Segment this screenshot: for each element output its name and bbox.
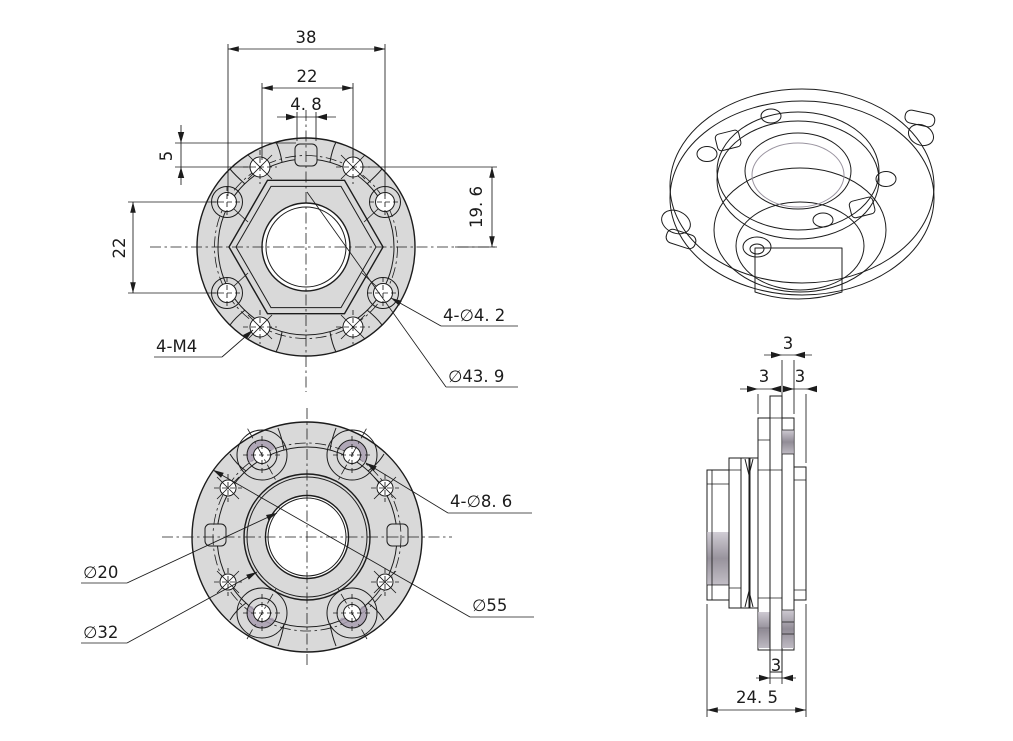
iso-step	[713, 167, 887, 293]
iso-view	[661, 88, 936, 300]
label-d32: ∅32	[81, 571, 258, 644]
dim-4-8: 4. 8	[277, 95, 336, 141]
dim-22-left-label: 22	[110, 238, 129, 259]
label-4-d42-text: 4-∅4. 2	[443, 306, 505, 325]
front-m4-holes	[243, 150, 370, 344]
iso-flange-face	[669, 88, 935, 284]
label-4-d86-text: 4-∅8. 6	[450, 492, 512, 511]
label-d20: ∅20	[81, 512, 278, 584]
iso-mid-boss	[735, 201, 865, 291]
back-slot-right	[386, 523, 409, 547]
iso-bore-depth	[751, 142, 845, 208]
dim-22-top: 22	[261, 67, 354, 160]
front-view: 38 22 4. 8 5 22	[110, 28, 518, 392]
iso-bore	[744, 132, 852, 210]
dim-22-left: 22	[110, 201, 219, 294]
back-slot-left	[204, 523, 227, 547]
dim-5-label: 5	[157, 151, 176, 162]
dim-24-5-label: 24. 5	[736, 688, 778, 707]
iso-ring-face	[716, 111, 880, 231]
dim-3-left: 3	[740, 367, 781, 414]
dim-22-top-label: 22	[297, 67, 318, 86]
label-d439-text: ∅43. 9	[448, 367, 504, 386]
dim-3-right: 3	[783, 367, 817, 463]
dim-38-label: 38	[296, 28, 317, 47]
side-disc-a	[728, 457, 742, 609]
label-d55: ∅55	[212, 469, 534, 618]
dim-19-6-label: 19. 6	[467, 186, 486, 228]
iso-hook-notches	[661, 109, 936, 250]
dim-3-top: 3	[764, 334, 812, 414]
side-v-groove	[740, 457, 759, 609]
label-4-m4: 4-M4	[154, 329, 254, 358]
label-4-m4-text: 4-M4	[156, 337, 197, 356]
side-plate-c	[769, 395, 783, 673]
label-4-d86: 4-∅8. 6	[365, 462, 532, 514]
side-right-boss	[793, 466, 807, 601]
dim-3-right-label: 3	[795, 367, 806, 386]
front-d42-holes	[211, 186, 401, 309]
dim-3-bottom-label: 3	[771, 656, 782, 675]
front-hexagon-outer	[228, 179, 384, 315]
iso-bottom-block	[754, 247, 843, 300]
dim-4-8-label: 4. 8	[290, 95, 322, 114]
iso-ring-side	[716, 120, 880, 240]
label-d20-text: ∅20	[83, 563, 118, 582]
label-d55-text: ∅55	[472, 596, 507, 615]
label-4-d42: 4-∅4. 2	[390, 297, 518, 327]
iso-square-pockets	[714, 129, 876, 219]
back-counterbore-holes	[236, 428, 378, 640]
dim-24-5: 24. 5	[706, 604, 807, 717]
side-view: 3 3 3 3 24. 5	[706, 334, 817, 717]
label-d439: ∅43. 9	[306, 191, 518, 388]
iso-flange-side	[669, 100, 935, 296]
dim-5: 5	[157, 125, 296, 185]
back-view: 4-∅8. 6 ∅20 ∅32 ∅55	[81, 408, 534, 666]
label-d32-text: ∅32	[83, 623, 118, 642]
dim-3-left-label: 3	[759, 367, 770, 386]
dim-3-top-label: 3	[783, 334, 794, 353]
dim-3-bottom: 3	[756, 656, 796, 684]
dim-19-6: 19. 6	[362, 166, 497, 248]
iso-face-holes	[696, 108, 897, 258]
dim-38: 38	[227, 28, 386, 196]
